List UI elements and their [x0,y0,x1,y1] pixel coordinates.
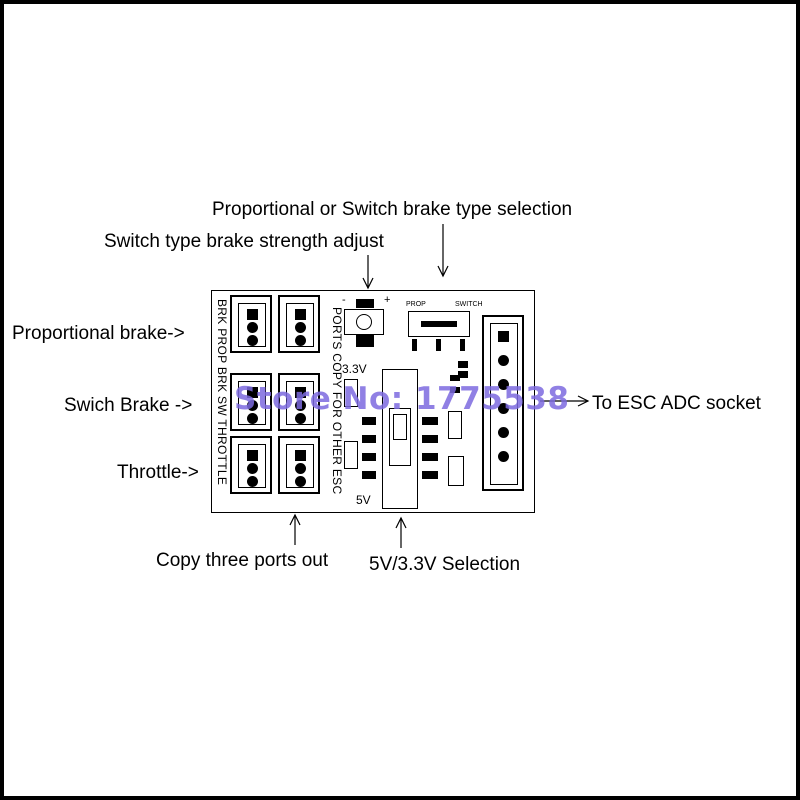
store-watermark: Store No: 1775538 [234,381,570,417]
pcb-board: BRK PROP BRK SW THROTTLE PORTS COPY FOR … [211,290,535,513]
connector-copy-3 [278,436,320,494]
connector-brk-sw [230,373,272,431]
label-brake-type-selection: Proportional or Switch brake type select… [212,199,573,220]
brake-type-switch [408,311,470,337]
label-throttle: Throttle-> [117,462,199,483]
potentiometer: - + [342,295,390,347]
label-voltage-selection: 5V/3.3V Selection [369,554,521,575]
pot-plus-label: + [384,294,391,306]
label-proportional-brake: Proportional brake-> [12,323,185,344]
connector-brk-prop [230,295,272,353]
connector-copy-2 [278,373,320,431]
voltage-selector-switch [382,369,418,509]
label-copy-ports: Copy three ports out [156,550,329,571]
pot-minus-label: - [342,294,346,306]
label-esc-adc: To ESC ADC socket [592,393,761,414]
label-brake-strength-adjust: Switch type brake strength adjust [104,231,384,252]
switch-prop-label: PROP [406,301,426,308]
label-switch-brake: Swich Brake -> [64,395,193,416]
label-3v3: 3.3V [342,362,367,376]
connector-throttle [230,436,272,494]
esc-adc-socket [482,315,524,491]
switch-switch-label: SWITCH [455,301,483,308]
connector-copy-1 [278,295,320,353]
label-5v: 5V [356,493,371,507]
